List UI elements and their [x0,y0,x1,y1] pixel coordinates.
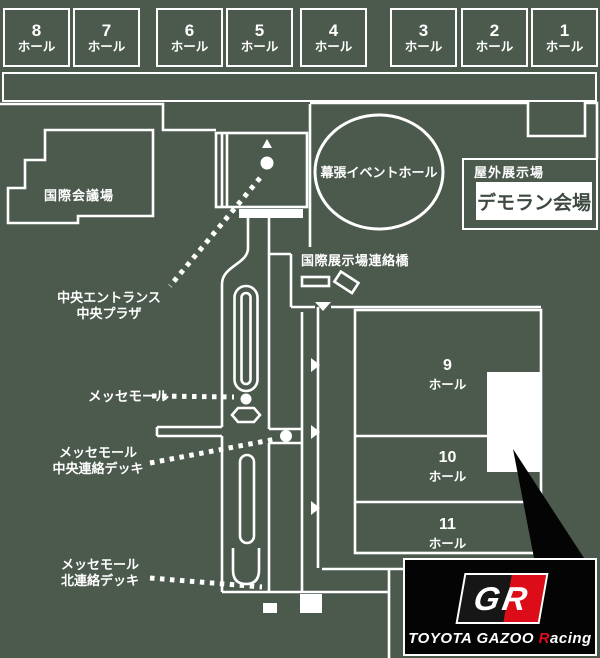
hall-number: 4 [328,20,339,40]
central-deck-leader-dots [149,436,277,466]
hall-10-label: 10 ホール [405,448,490,485]
concourse-building [2,72,597,102]
hall-number: 2 [489,20,500,40]
west-boundary-line [0,102,216,132]
toyota-gazoo-racing-logo: GR TOYOTA GAZOO Racing [403,558,597,656]
conference-hall-label: 国際会議場 [44,188,115,203]
mall-dot-marker [240,393,252,405]
south-road-lines [222,567,403,658]
hall-number: 3 [418,20,429,40]
hall-suffix: ホール [404,40,443,55]
walkway-lines [269,252,293,307]
demo-run-venue-label: デモラン会場 [476,192,591,214]
central-deck-line2: 中央連絡デッキ [52,460,144,476]
hall-number: 6 [184,20,195,40]
mall-lower-slot [238,453,256,545]
outdoor-site-label: 屋外展示場 [474,165,545,180]
mall-upper-slot-inner [240,291,252,386]
central-deck-west [155,425,222,438]
hall-number: 10 [438,449,457,466]
road-right-triangle-icon-1 [311,358,320,372]
hall-suffix: ホール [475,40,514,55]
event-hall-label: 幕張イベントホール [320,165,438,180]
entrance-south-bar [239,209,303,218]
event-hall-ellipse [313,113,445,231]
north-deck-line2: 北連絡デッキ [60,572,139,588]
bridge-tilted-structure [332,269,361,295]
hall-number: 11 [439,516,456,533]
road-right-triangle-icon-3 [311,501,320,515]
gr-wordmark: TOYOTA GAZOO Racing [405,630,595,647]
road-right-triangle-icon-2 [311,425,320,439]
mall-south-cap [231,548,261,586]
hall-suffix: ホール [428,536,467,551]
hall-suffix: ホール [545,40,584,55]
hall-suffix: ホール [314,40,353,55]
entrance-double-wall [220,133,229,207]
central-deck-label: メッセモール 中央連絡デッキ [44,445,152,476]
hall-suffix: ホール [428,469,467,484]
central-entrance-building [214,131,309,209]
mall-upper-slot-outer [233,284,259,393]
hall-11-label: 11 ホール [405,515,490,552]
hall-suffix: ホール [17,40,56,55]
central-deck-east [269,427,302,445]
gr-wordmark-suffix: acing [550,630,592,647]
hall-suffix: ホール [240,40,279,55]
entrance-leader-dots [168,176,262,288]
messe-mall-label: メッセモール [88,389,169,404]
demo-run-venue-box: デモラン会場 [476,182,592,220]
gr-wordmark-prefix: TOYOTA GAZOO [408,630,539,647]
mall-leader-dots [151,393,235,400]
mall-hexagon-marker [230,406,262,424]
hall-number: 1 [559,20,570,40]
gr-emblem-letters: GR [470,580,534,617]
central-deck-line1: メッセモール [58,445,137,460]
hall-suffix: ホール [87,40,126,55]
logo-pointer-wedge [513,449,584,558]
conference-hall-outline [6,128,155,225]
hall-number: 5 [254,20,265,40]
entrance-up-triangle-icon [262,139,272,148]
hall-9-label: 9 ホール [405,356,490,393]
north-deck-leader-dots [149,575,263,590]
mall-west-wall [220,218,250,592]
gr-emblem-icon: GR [455,573,549,624]
gr-wordmark-red-r: R [538,630,551,647]
hall-suffix: ホール [428,377,467,392]
deck-dot-marker [280,430,292,442]
hall-number: 7 [101,20,112,40]
east-boundary-line [310,101,599,159]
hall-suffix: ホール [170,40,209,55]
central-entrance-label: 中央エントランス 中央プラザ [40,290,178,321]
central-entrance-line1: 中央エントランス [57,290,161,305]
hall-number: 8 [31,20,42,40]
south-square-marker-large [300,594,322,613]
outdoor-exhibition-area: 屋外展示場 デモラン会場 [462,158,598,230]
hall-number: 9 [443,357,452,374]
bridge-down-triangle-icon [315,302,331,311]
gr-booth-highlight [487,372,541,472]
north-deck-label: メッセモール 北連絡デッキ [50,557,150,588]
bridge-small-structure [300,275,331,288]
north-deck-line1: メッセモール [60,557,139,572]
central-entrance-line2: 中央プラザ [76,305,142,321]
bridge-label: 国際展示場連絡橋 [301,253,410,268]
south-square-marker-small [263,603,277,613]
entrance-dot-marker [260,156,274,170]
